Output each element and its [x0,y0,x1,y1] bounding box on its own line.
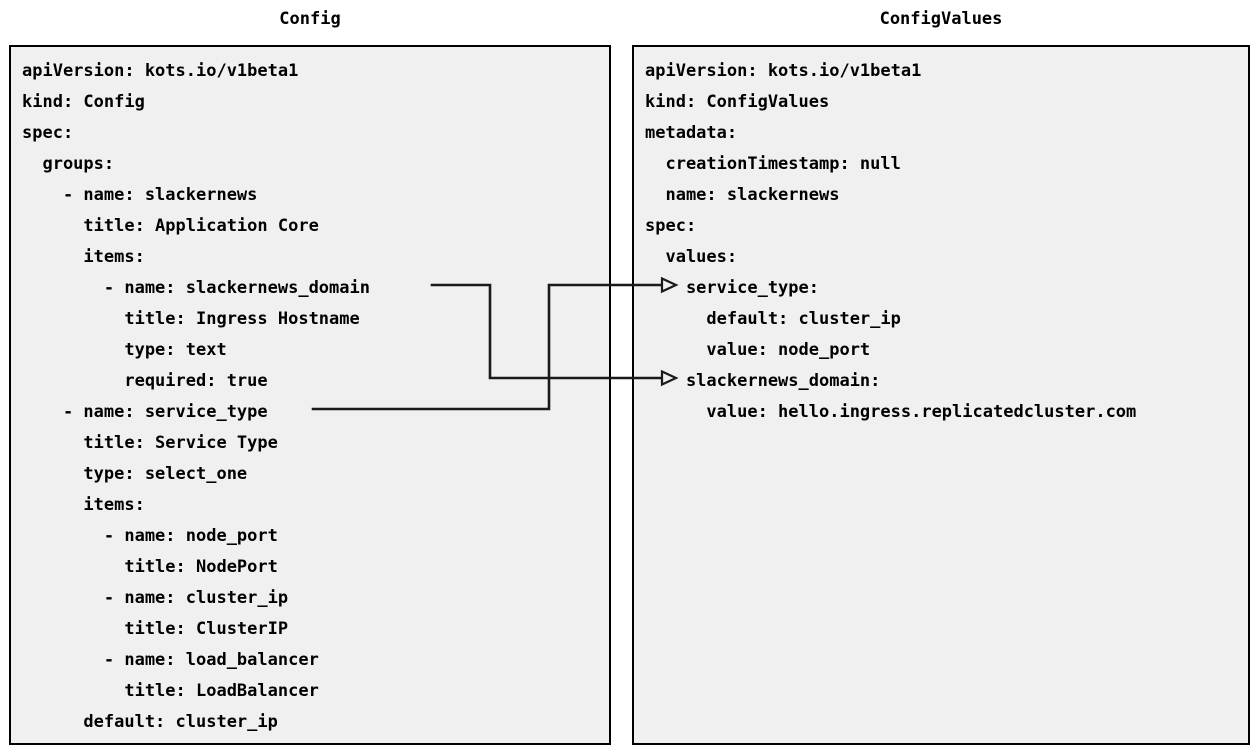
config-yaml-line: kind: Config [22,92,145,112]
config-yaml-line: title: Service Type [22,433,278,453]
configvalues-panel-title: ConfigValues [879,9,1003,29]
config-yaml-line: spec: [22,123,74,143]
config-yaml-line: apiVersion: kots.io/v1beta1 [22,61,299,81]
configvalues-yaml-line: spec: [645,216,697,236]
config-yaml-line: - name: slackernews [22,185,258,205]
config-yaml-line: title: Application Core [22,216,319,236]
config-yaml-line: title: LoadBalancer [22,681,319,701]
config-yaml-line: required: true [22,371,268,391]
config-yaml-line: type: select_one [22,464,248,484]
configvalues-yaml-line: metadata: [645,123,738,143]
configvalues-yaml-line: default: cluster_ip [645,309,901,329]
configvalues-yaml-line: creationTimestamp: null [645,154,901,174]
configvalues-yaml-block: apiVersion: kots.io/v1beta1 kind: ConfigV… [645,56,1244,428]
config-yaml-line: - name: slackernews_domain [22,278,370,298]
config-yaml-block: apiVersion: kots.io/v1beta1 kind: Config s… [22,56,605,738]
configvalues-yaml-line: apiVersion: kots.io/v1beta1 [645,61,922,81]
configvalues-yaml-line: kind: ConfigValues [645,92,830,112]
configvalues-yaml-line: value: node_port [645,340,871,360]
config-yaml-line: - name: load_balancer [22,650,319,670]
config-yaml-line: title: Ingress Hostname [22,309,360,329]
config-yaml-line: default: cluster_ip [22,712,278,732]
config-yaml-line: groups: [22,154,115,174]
configvalues-yaml-line: service_type: [645,278,819,298]
configvalues-panel: apiVersion: kots.io/v1beta1 kind: ConfigV… [632,45,1250,745]
config-yaml-line: items: [22,247,145,267]
config-yaml-line: items: [22,495,145,515]
configvalues-yaml-line: name: slackernews [645,185,840,205]
config-yaml-line: type: text [22,340,227,360]
configvalues-yaml-line: values: [645,247,738,267]
configvalues-yaml-line: value: hello.ingress.replicatedcluster.c… [645,402,1137,422]
config-yaml-line: title: NodePort [22,557,278,577]
config-yaml-line: - name: service_type [22,402,268,422]
configvalues-yaml-line: slackernews_domain: [645,371,881,391]
config-yaml-line: title: ClusterIP [22,619,289,639]
config-panel-title: Config [279,9,341,29]
config-panel: apiVersion: kots.io/v1beta1 kind: Config s… [9,45,611,745]
config-yaml-line: - name: cluster_ip [22,588,289,608]
config-yaml-line: - name: node_port [22,526,278,546]
